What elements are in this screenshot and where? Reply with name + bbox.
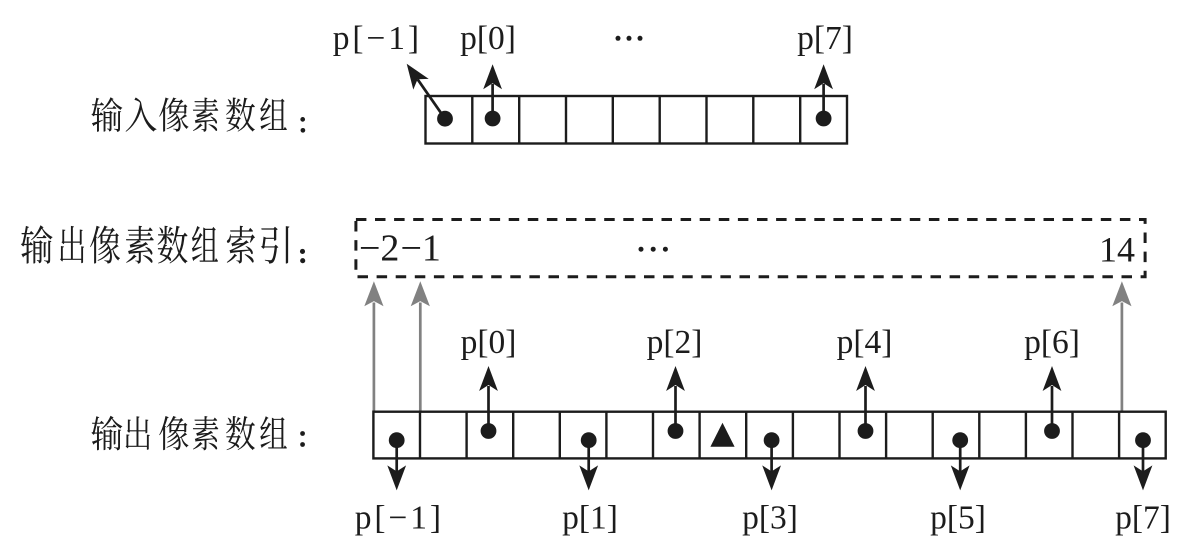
svg-text:14: 14 xyxy=(1099,229,1135,269)
svg-text:p[3]: p[3] xyxy=(742,500,798,537)
svg-text:p[−1]: p[−1] xyxy=(355,500,444,537)
svg-text:−2: −2 xyxy=(359,227,399,269)
svg-text:p[5]: p[5] xyxy=(930,500,986,537)
svg-text:p[7]: p[7] xyxy=(797,20,853,57)
svg-text:p[−1]: p[−1] xyxy=(333,20,422,57)
svg-text:p[2]: p[2] xyxy=(647,324,703,361)
svg-text:p[4]: p[4] xyxy=(837,324,893,361)
svg-text:p[7]: p[7] xyxy=(1115,500,1171,537)
svg-text:p[6]: p[6] xyxy=(1024,324,1080,361)
svg-text:−1: −1 xyxy=(401,227,441,269)
svg-text:p[0]: p[0] xyxy=(460,20,516,57)
svg-text:p[1]: p[1] xyxy=(562,500,618,537)
svg-text:p[0]: p[0] xyxy=(461,324,517,361)
